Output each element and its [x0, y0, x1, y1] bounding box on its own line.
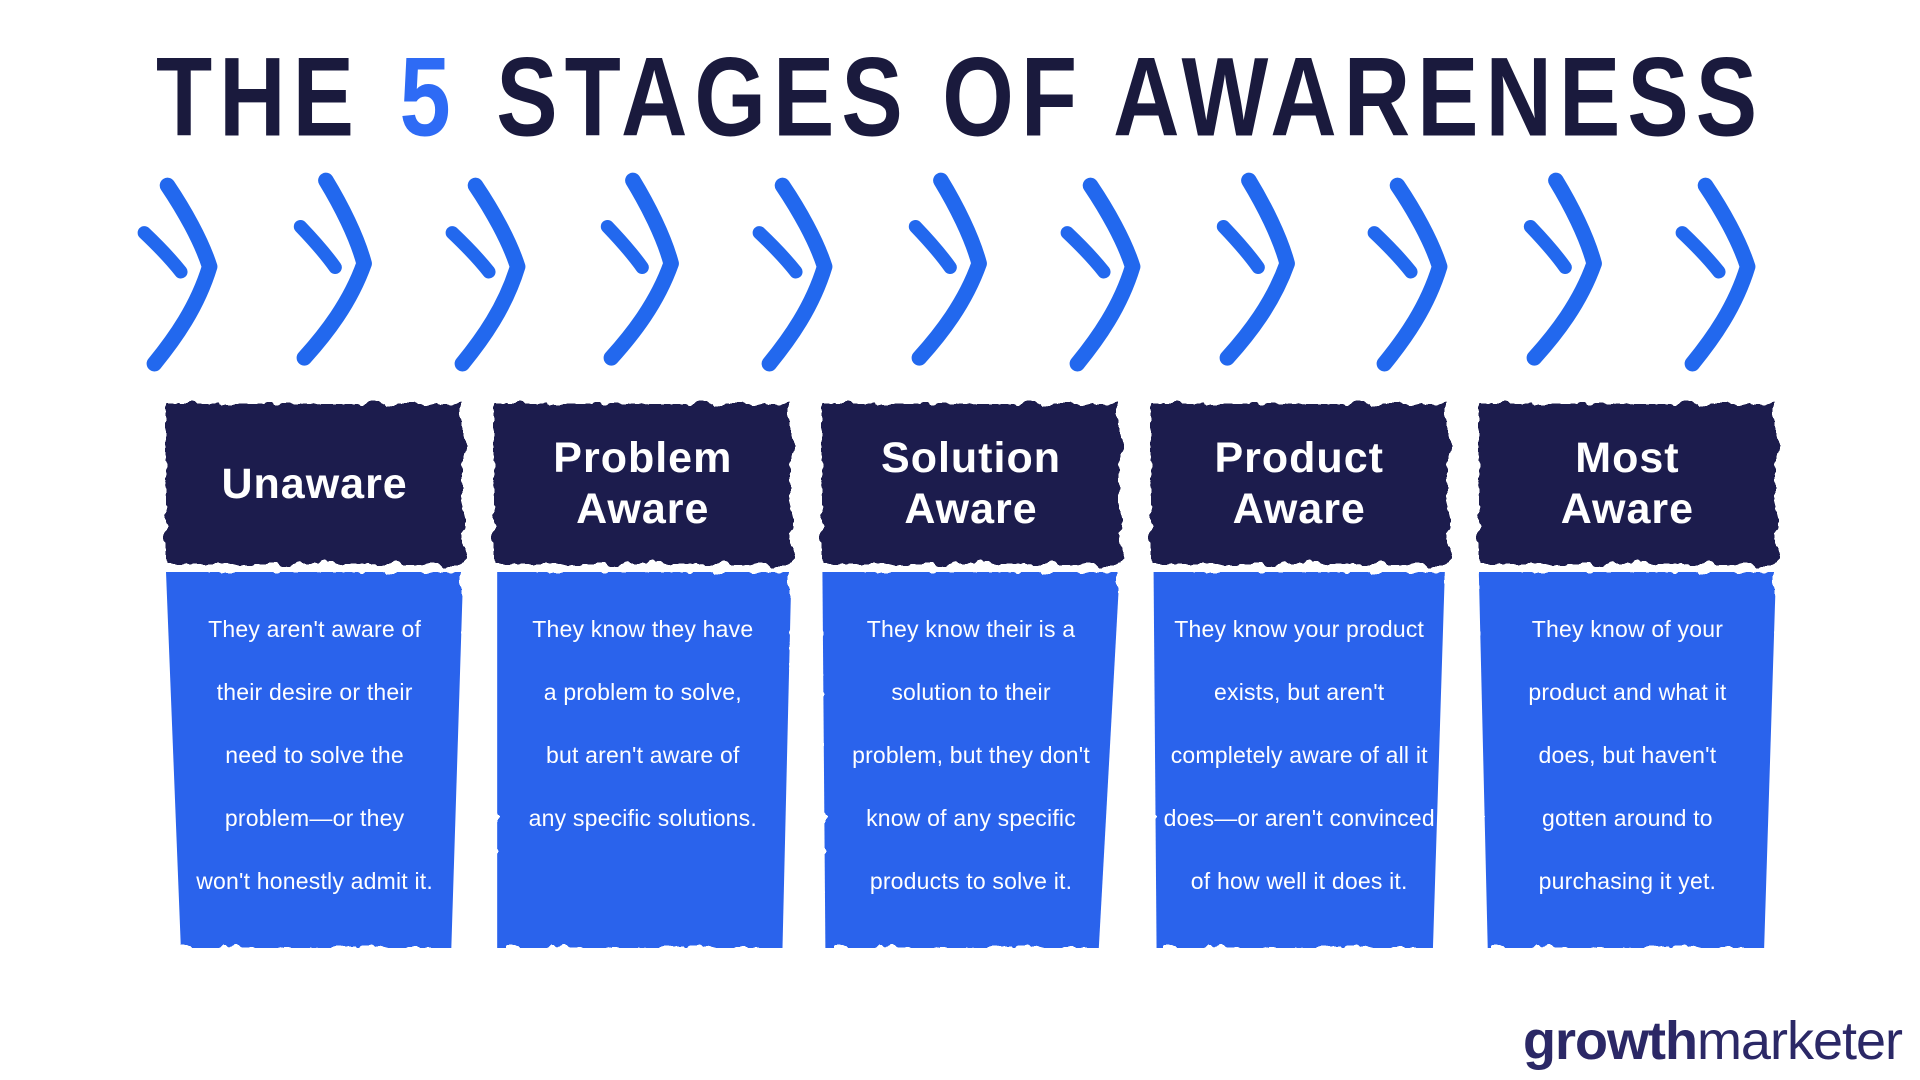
chevron-right-icon [1523, 172, 1603, 366]
title-row: THE 5 STAGES OF AWARENESS [0, 0, 1920, 159]
description-line: They know their is a [866, 616, 1076, 642]
description-line: completely aware of all it [1170, 742, 1428, 768]
arrow-strip [135, 172, 1785, 378]
description-line: a problem to solve, [543, 679, 742, 705]
stage-title: Unaware [221, 459, 408, 508]
stage-column-solution-aware: Solution Aware They know their is a solu… [816, 398, 1125, 954]
description-line: They know they have [532, 616, 754, 642]
description-line: products to solve it. [869, 868, 1073, 894]
description-line: of how well it does it. [1190, 868, 1408, 894]
body-background [497, 572, 792, 948]
title-suffix: STAGES OF AWARENESS [496, 35, 1765, 160]
stage-title: Product Aware [1214, 434, 1384, 533]
stage-description: They know your product exists, but aren'… [1145, 566, 1454, 913]
stage-header: Unaware [160, 398, 469, 570]
brand-logo-bold: growth [1522, 1011, 1698, 1071]
stage-title: Problem Aware [553, 434, 733, 533]
header-background [166, 404, 464, 564]
stage-column-most-aware: Most Aware They know of your product and… [1473, 398, 1782, 954]
description-line: They know of your [1531, 616, 1724, 642]
header-background [1150, 404, 1448, 564]
stage-body: They know they have a problem to solve, … [488, 566, 797, 954]
stage-body: They know of your product and what it do… [1473, 566, 1782, 954]
brand-logo: growthmarketer [1522, 1010, 1903, 1072]
stage-column-unaware: Unaware They aren't aware of their desir… [160, 398, 469, 954]
description-line: purchasing it yet. [1538, 868, 1717, 894]
description-line: exists, but aren't [1214, 679, 1385, 705]
description-line: product and what it [1528, 679, 1727, 705]
chevron-right-icon [137, 177, 218, 371]
body-background [822, 572, 1120, 948]
description-line: gotten around to [1542, 805, 1713, 831]
stage-description: They aren't aware of their desire or the… [160, 566, 469, 913]
stage-header: Solution Aware [816, 398, 1125, 570]
stage-title: Solution Aware [881, 434, 1061, 533]
description-line: They know your product [1174, 616, 1425, 642]
stage-column-problem-aware: Problem Aware They know they have a prob… [488, 398, 797, 954]
header-background [822, 404, 1120, 564]
title-prefix: THE [155, 35, 361, 160]
title-highlight-number: 5 [399, 35, 458, 160]
stage-description: They know their is a solution to their p… [816, 566, 1125, 913]
stage-header: Problem Aware [488, 398, 797, 570]
description-line: does—or aren't convinced [1163, 805, 1435, 831]
chevron-right-icon [752, 177, 833, 371]
stage-header: Most Aware [1473, 398, 1782, 570]
stage-description: They know they have a problem to solve, … [488, 566, 797, 850]
description-line: problem—or they [224, 805, 405, 831]
body-background [166, 572, 464, 948]
stage-description: They know of your product and what it do… [1473, 566, 1782, 913]
stage-body: They aren't aware of their desire or the… [160, 566, 469, 954]
stage-body: They know their is a solution to their p… [816, 566, 1125, 954]
stage-columns: Unaware They aren't aware of their desir… [160, 398, 1782, 954]
description-line: their desire or their [216, 679, 413, 705]
chevron-right-icon [445, 177, 526, 371]
chevron-right-icon [1060, 177, 1141, 371]
body-background [1153, 572, 1445, 948]
chevron-right-icon [908, 172, 987, 366]
stage-title: Most Aware [1560, 434, 1695, 533]
chevron-right-icon [1368, 177, 1448, 371]
page-title: THE 5 STAGES OF AWARENESS [156, 34, 1764, 162]
description-line: solution to their [891, 679, 1051, 705]
description-line: know of any specific [866, 805, 1076, 831]
chevron-right-icon [1216, 172, 1295, 366]
description-line: does, but haven't [1538, 742, 1717, 768]
stage-body: They know your product exists, but aren'… [1145, 566, 1454, 954]
header-background [494, 404, 792, 564]
chevron-right-icon [601, 172, 680, 366]
chevron-right-icon [1675, 177, 1756, 371]
body-background [1478, 572, 1777, 948]
stage-header: Product Aware [1145, 398, 1454, 570]
description-line: any specific solutions. [528, 805, 757, 831]
brand-logo-light: marketer [1696, 1011, 1903, 1071]
header-background [1478, 404, 1777, 564]
description-line: need to solve the [225, 742, 404, 768]
description-line: They aren't aware of [208, 616, 422, 642]
description-line: won't honestly admit it. [196, 868, 433, 894]
description-line: but aren't aware of [546, 742, 740, 768]
description-line: problem, but they don't [852, 742, 1090, 768]
chevron-right-icon [293, 172, 372, 366]
stage-column-product-aware: Product Aware They know your product exi… [1145, 398, 1454, 954]
